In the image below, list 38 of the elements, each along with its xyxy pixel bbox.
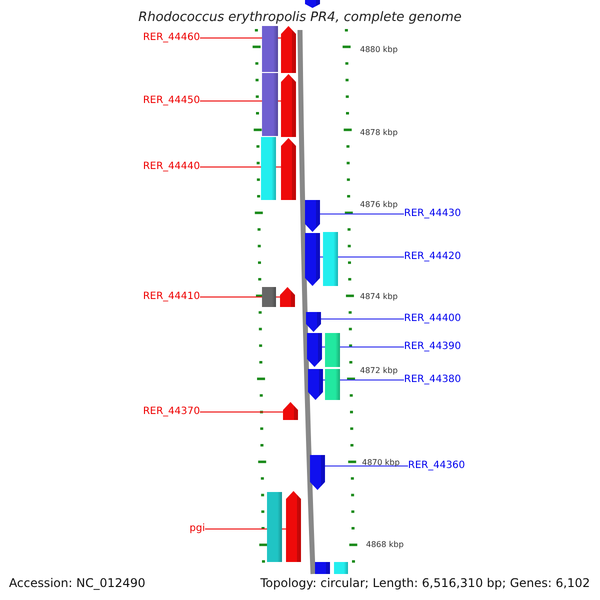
gene-feature <box>283 402 298 420</box>
gene-feature <box>281 26 296 73</box>
gene-label: RER_44440 <box>142 161 200 173</box>
gene-label: RER_44400 <box>404 313 462 325</box>
gene-label: RER_44420 <box>404 251 462 263</box>
gene-feature <box>315 562 330 574</box>
gene-feature <box>310 455 325 490</box>
gene-label: RER_44430 <box>404 208 462 220</box>
gene-feature <box>280 287 295 307</box>
gene-feature <box>286 491 301 562</box>
leader-line <box>200 296 280 298</box>
gene-feature <box>305 200 320 232</box>
title: Rhodococcus erythropolis PR4, complete genome <box>137 10 463 26</box>
gene-label: RER_44450 <box>142 95 200 107</box>
gene-label: RER_44390 <box>404 341 462 353</box>
scale-label: 4870 kbp <box>362 458 400 468</box>
gene-feature <box>308 369 323 400</box>
scale-label: 4876 kbp <box>360 200 398 210</box>
footer-text: Accession: NC_012490 <box>9 576 146 590</box>
gene-label: pgi <box>190 523 205 535</box>
scale-label: 4868 kbp <box>366 540 404 550</box>
gene-feature <box>305 0 320 8</box>
gene-label: RER_44360 <box>408 460 466 472</box>
gene-label: RER_44370 <box>142 406 200 418</box>
leader-line <box>320 318 404 320</box>
scale-label: 4872 kbp <box>360 366 398 376</box>
gene-feature <box>281 74 296 137</box>
footer-text: Topology: circular; Length: 6,516,310 bp; Genes: 6,102 <box>260 576 590 590</box>
scale-label: 4880 kbp <box>360 45 398 55</box>
gene-feature <box>307 333 322 367</box>
scale-label: 4874 kbp <box>360 292 398 302</box>
gene-label: RER_44410 <box>142 291 200 303</box>
scale-label: 4878 kbp <box>360 128 398 138</box>
gene-feature <box>281 138 296 200</box>
gene-feature <box>305 233 320 286</box>
gene-label: RER_44460 <box>142 32 200 44</box>
gene-feature <box>306 312 321 332</box>
gene-label: RER_44380 <box>404 374 462 386</box>
